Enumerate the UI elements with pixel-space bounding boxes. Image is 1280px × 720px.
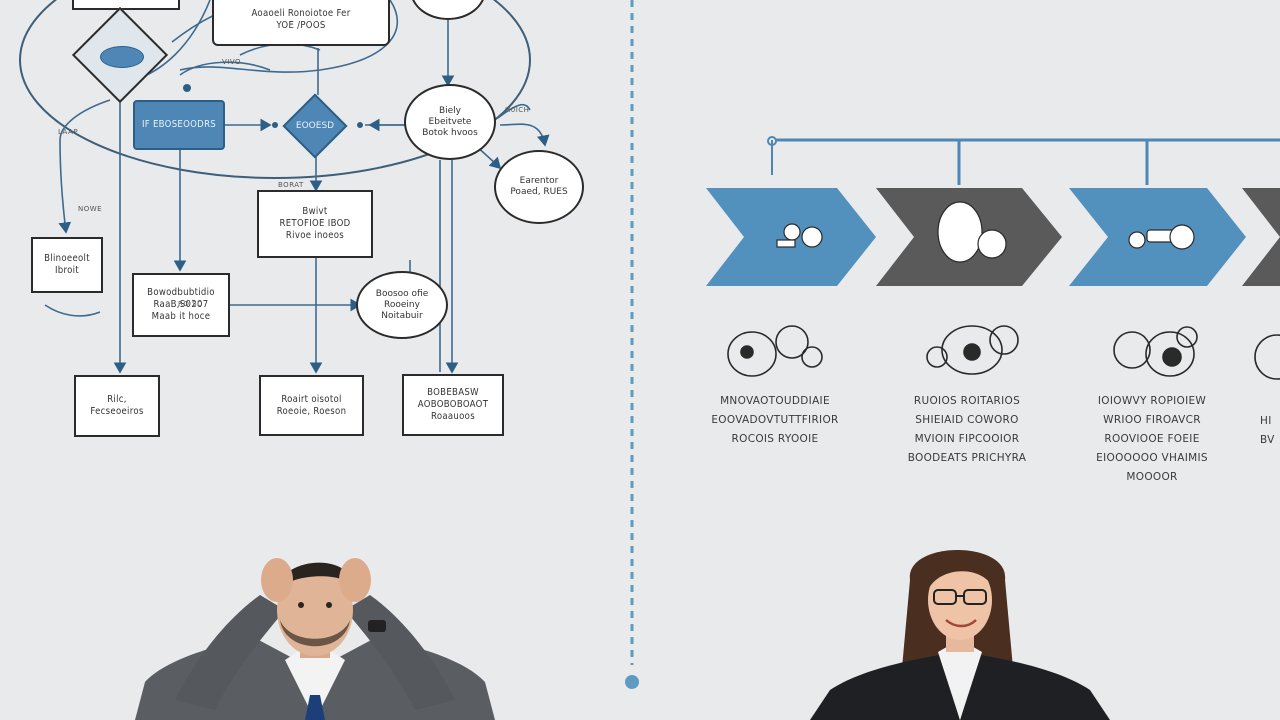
- confident-woman-figure: [810, 550, 1110, 720]
- bottom-right-line3: Roaauoos: [431, 411, 475, 422]
- step-3-sketch-icon: [1113, 326, 1198, 377]
- step-2-caption-line: SHIEIAID COWORO: [915, 414, 1019, 426]
- process-step-3-caption: IOIOWVY ROPIOIEW WRIOO FIROAVCR ROOVIOOE…: [1090, 392, 1214, 487]
- upper-diamond-oval: [100, 46, 144, 68]
- left-box-line1: Blinoeeolt: [44, 253, 90, 264]
- center-box-line2: RaaB,S0207: [153, 299, 209, 310]
- step-1-sketch-icon: [727, 325, 823, 377]
- decision-circle-mid: Boosoo ofie Rooeiny Noitabuir: [356, 271, 448, 339]
- step-3-caption-line: WRIOO FIROAVCR: [1103, 414, 1201, 426]
- process-step-1-caption: MNOVAOTOUDDIAIE EOOVADOVTUTTFIRIOR ROCOI…: [710, 392, 840, 449]
- middle-box-line2: RETOFIOE IBOD: [279, 218, 351, 229]
- bottom-left-line2: Fecseoeiros: [90, 406, 144, 417]
- center-box-line1: Bowodbubtidio: [147, 287, 215, 298]
- flowchart-connectors: [19, 0, 550, 374]
- middle-process-box: Bwivt RETOFIOE IBOD Rivoe inoeos: [257, 190, 373, 258]
- step-2-caption-line: BOODEATS PRICHYRA: [907, 452, 1027, 464]
- process-step-4-caption: HI BV: [1260, 412, 1280, 450]
- step-2-caption-line: MVIOIN FIPCOOIOR: [914, 433, 1020, 445]
- top-center-box-line2: YOE /POOS: [276, 20, 326, 31]
- step-2-caption-line: RUOIOS ROITARIOS: [913, 395, 1021, 407]
- circle-right-line2: Ebeitvete: [428, 116, 472, 127]
- chaotic-flowchart-panel: Aoaoeli Ronoiotoe Fer YOE /POOS IF EBOSE…: [0, 0, 632, 720]
- bottom-right-line1: BOBEBASW: [427, 387, 479, 398]
- connector-tag: VIVO: [222, 58, 242, 66]
- step-3-caption-line: MOOOOR: [1126, 471, 1178, 483]
- step-1-caption-line: MNOVAOTOUDDIAIE: [720, 395, 830, 407]
- center-box-line3: Maab it hoce: [151, 311, 211, 322]
- process-chevrons: [706, 188, 1280, 286]
- blue-process-box-label: IF EBOSEOODRS: [141, 119, 217, 130]
- process-sketch-icons: [727, 325, 1280, 380]
- stressed-man-figure: [135, 558, 495, 720]
- center-left-process-box: Bowodbubtidio RaaB,S0207 Maab it hoce: [132, 273, 230, 337]
- blue-decision-diamond-label: EOOESD: [295, 121, 335, 131]
- process-step-2-chevron: [876, 188, 1062, 286]
- step-3-caption-line: ROOVIOOE FOEIE: [1104, 433, 1200, 445]
- middle-box-line3: Rivoe inoeos: [285, 230, 345, 241]
- step-4-caption-line: BV: [1260, 434, 1275, 446]
- center-divider: [625, 0, 639, 689]
- step-2-sketch-icon: [926, 325, 1019, 375]
- process-connector-bus: [767, 136, 1280, 185]
- circle-mid-line2: Rooeiny: [384, 299, 420, 310]
- process-step-3-chevron: [1069, 188, 1246, 286]
- step-4-caption-line: HI: [1260, 415, 1272, 427]
- decision-circle-right: Biely Ebeitvete Botok hvoos: [404, 84, 496, 160]
- circle-right-line3: Botok hvoos: [422, 127, 478, 138]
- bottom-right-line2: AOBOBOBOAOT: [417, 399, 489, 410]
- process-step-4-chevron: [1242, 188, 1280, 286]
- circle-mid-line1: Boosoo ofie: [375, 288, 429, 299]
- circle-far-line1: Earentor: [519, 176, 559, 186]
- top-center-box: Aoaoeli Ronoiotoe Fer YOE /POOS: [212, 0, 390, 46]
- step-1-caption-line: EOOVADOVTUTTFIRIOR: [711, 414, 839, 426]
- circle-right-line1: Biely: [438, 105, 462, 116]
- bottom-middle-line1: Roairt oisotol: [281, 393, 342, 405]
- bottom-middle-box: Roairt oisotol Roeoie, Roeson: [259, 375, 364, 436]
- connector-tag: H0ICH: [505, 106, 530, 114]
- step-4-sketch-icon: [1254, 334, 1280, 380]
- bottom-left-line1: Rilc,: [107, 394, 127, 405]
- connector-tag: LAAP: [58, 128, 79, 136]
- bottom-middle-line2: Roeoie, Roeson: [276, 405, 347, 417]
- bottom-left-box: Rilc, Fecseoeiros: [74, 375, 160, 437]
- top-center-box-line1: Aoaoeli Ronoiotoe Fer: [251, 8, 351, 19]
- streamlined-process-panel: MNOVAOTOUDDIAIE EOOVADOVTUTTFIRIOR ROCOI…: [632, 0, 1280, 720]
- connector-tag: NOWE: [78, 205, 103, 213]
- middle-box-line1: Bwivt: [302, 206, 328, 217]
- circle-mid-line3: Noitabuir: [381, 310, 423, 321]
- decision-circle-far: Earentor Poaed, RUES: [494, 150, 584, 224]
- bottom-right-box: BOBEBASW AOBOBOBOAOT Roaauoos: [402, 374, 504, 436]
- blue-process-box: IF EBOSEOODRS: [133, 100, 225, 150]
- step-1-caption-line: ROCOIS RYOOIE: [731, 433, 819, 445]
- process-step-2-caption: RUOIOS ROITARIOS SHIEIAID COWORO MVIOIN …: [902, 392, 1032, 468]
- process-step-1-chevron: [706, 188, 876, 286]
- circle-far-line2: Poaed, RUES: [510, 187, 568, 197]
- divider-end-dot: [625, 675, 639, 689]
- step-3-caption-line: IOIOWVY ROPIOIEW: [1097, 395, 1207, 407]
- connector-tag: BORAT: [278, 181, 304, 189]
- step-3-caption-line: EIOOOOOO VHAIMIS: [1096, 452, 1208, 464]
- connector-tag: RO SD: [178, 300, 203, 308]
- top-clipped-box: [72, 0, 180, 10]
- left-box-line2: Ibroit: [54, 265, 79, 276]
- left-process-box: Blinoeeolt Ibroit: [31, 237, 103, 293]
- process-loop-ellipse: [19, 0, 531, 179]
